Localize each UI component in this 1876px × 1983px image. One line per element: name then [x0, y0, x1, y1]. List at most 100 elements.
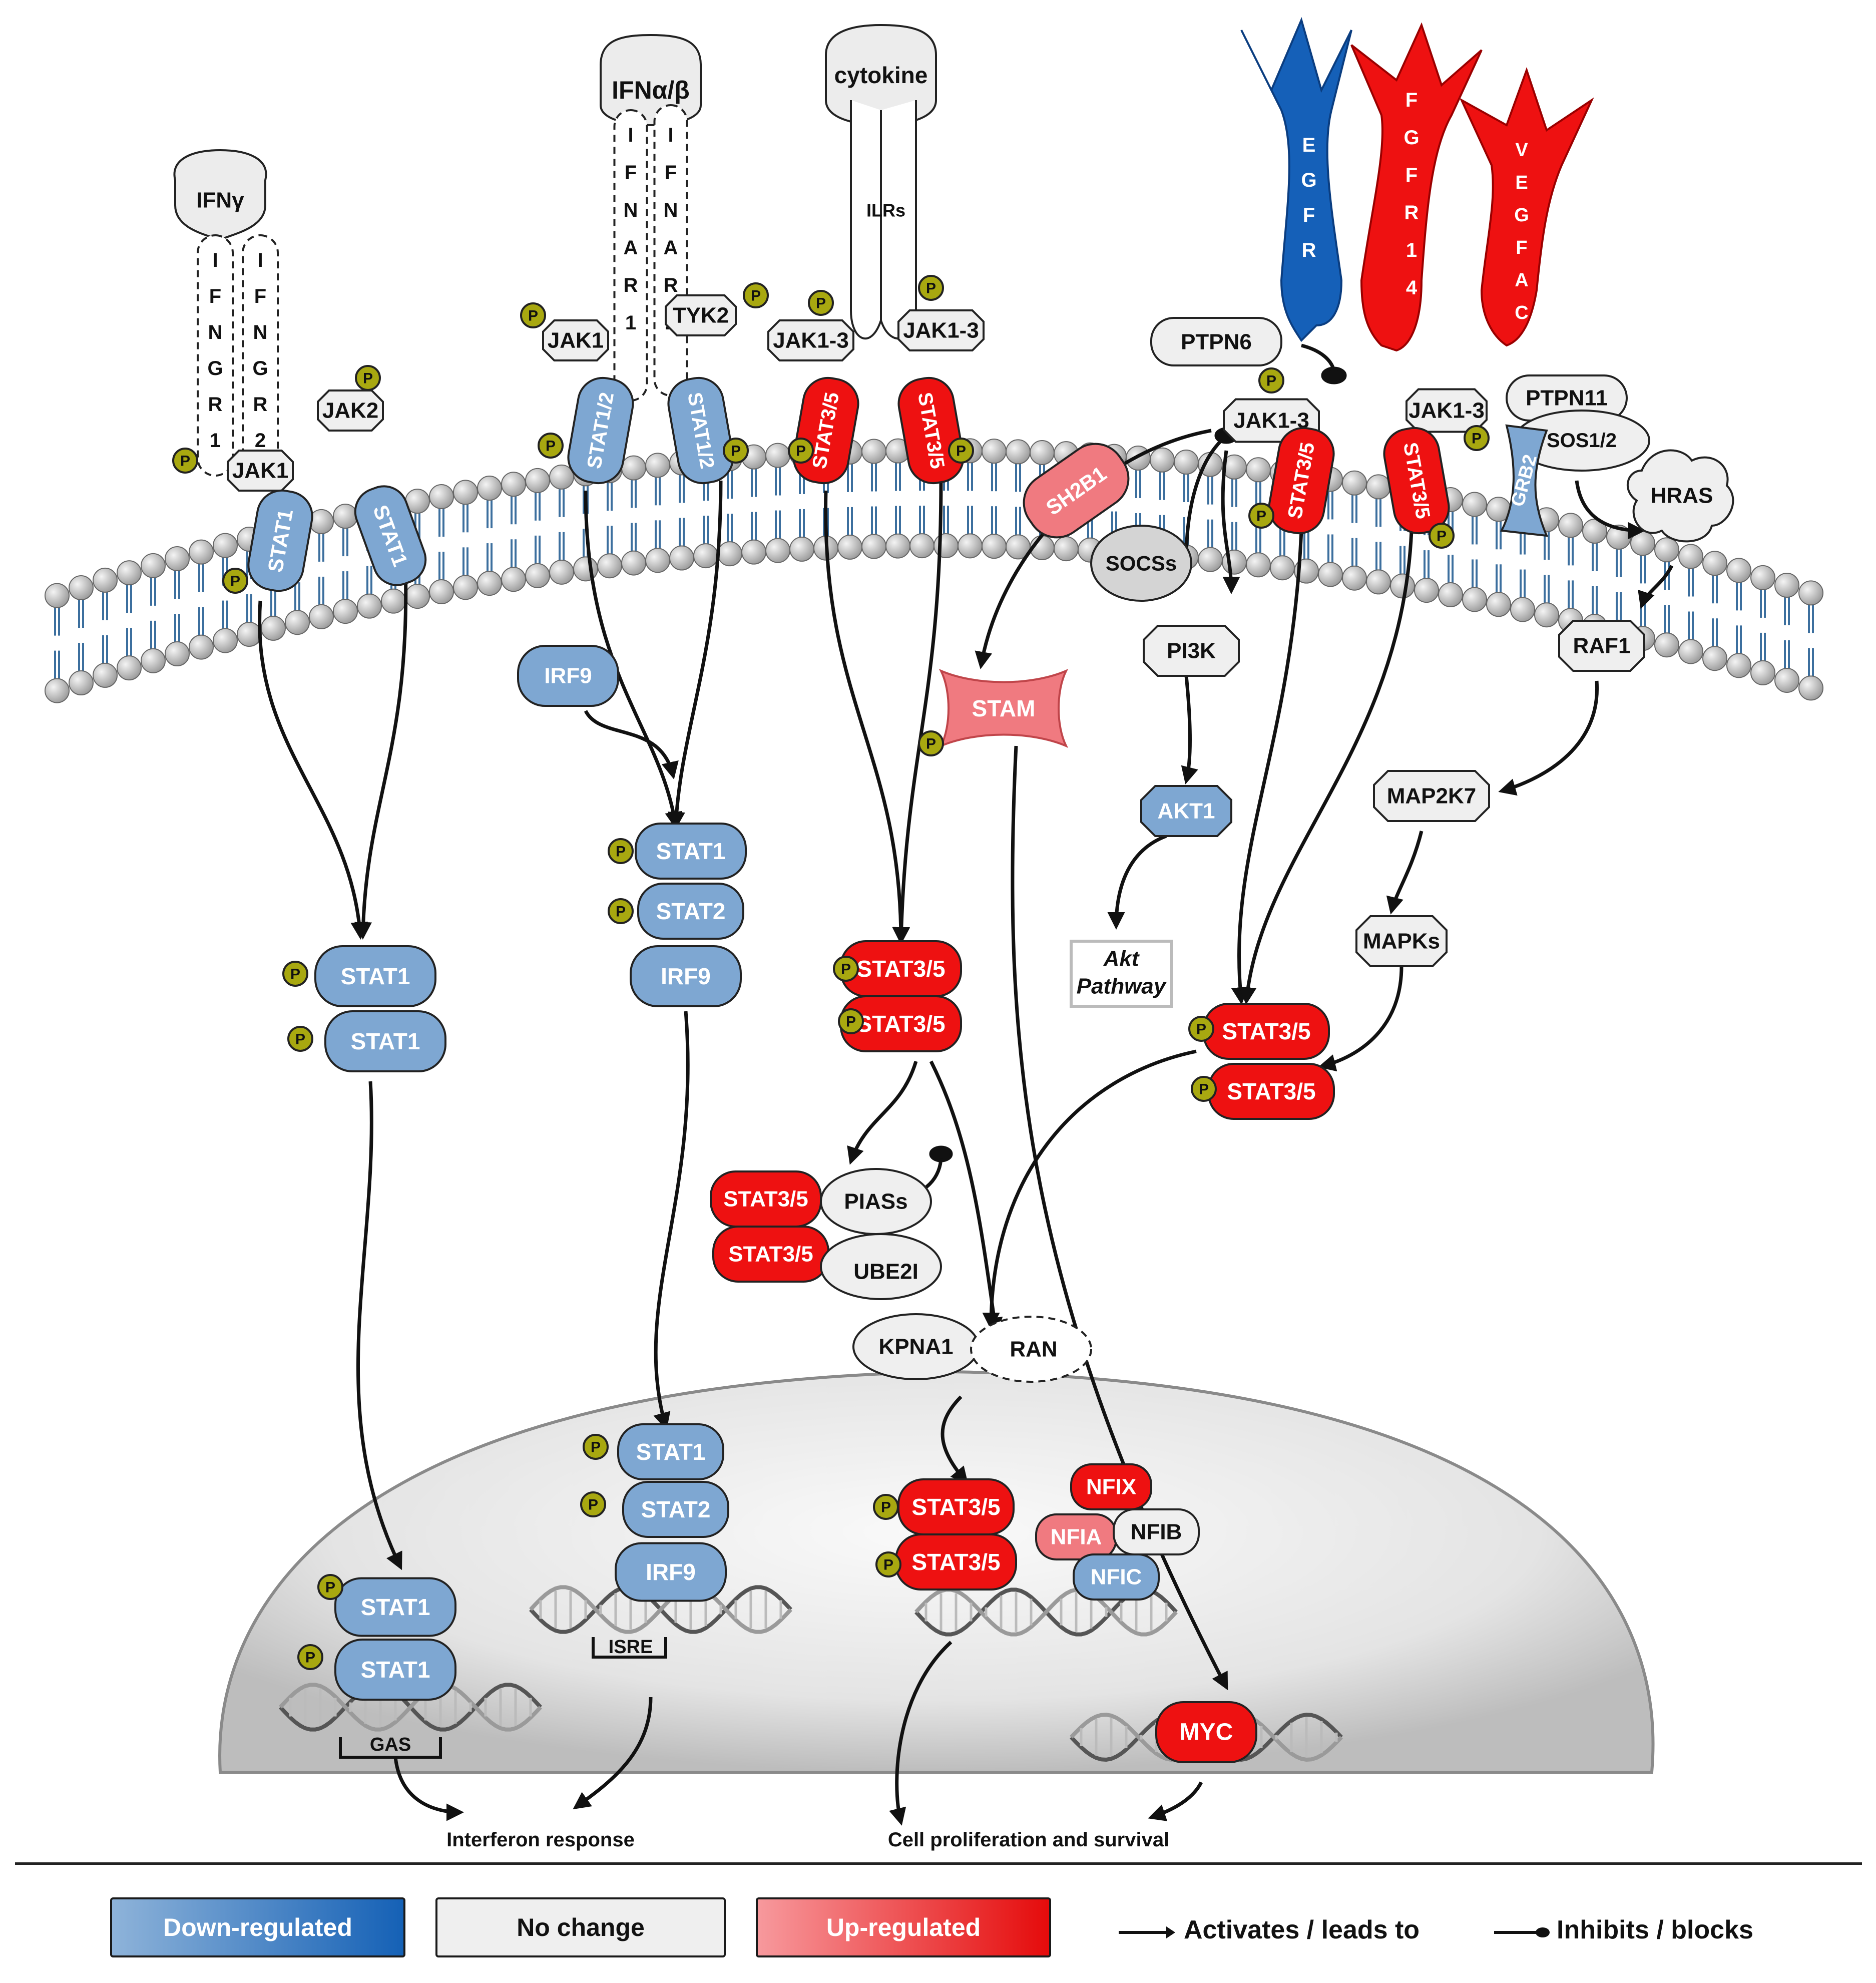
svg-text:R: R [208, 393, 223, 416]
akt-pathway-line2: Pathway [1077, 974, 1167, 999]
jak13-rtk-label: JAK1-3 [1409, 399, 1485, 423]
socss-label: SOCSs [1106, 552, 1177, 575]
legend-up-label: Up-regulated [826, 1913, 981, 1941]
svg-text:G: G [207, 357, 223, 379]
akt1-label: AKT1 [1158, 799, 1215, 824]
arrow-stat35b-to-dimer [892, 480, 943, 945]
nfia-label: NFIA [1051, 1525, 1102, 1549]
stat35-d: STAT3/5 [1383, 427, 1450, 535]
nuc-stat1-a: STAT1 [334, 1577, 456, 1637]
phospho-icon: P [1191, 1076, 1217, 1102]
phospho-label: P [841, 961, 851, 978]
isgf3-stat1: STAT1 [635, 823, 747, 880]
nfib: NFIB [1113, 1508, 1200, 1555]
jak13-ilr-b: JAK1-3 [897, 309, 985, 351]
inhibit-socs [1184, 439, 1223, 561]
nfix-label: NFIX [1086, 1475, 1136, 1499]
mapks-label: MAPKs [1363, 929, 1440, 954]
phospho-icon: P [838, 1008, 864, 1034]
egfr-receptor [1240, 17, 1352, 342]
phospho-label: P [616, 904, 626, 920]
svg-text:A: A [1515, 270, 1528, 291]
arrow-jak-to-pi3k [1221, 450, 1240, 594]
svg-text:N: N [624, 199, 638, 221]
arrow-stat1b-to-dimer [354, 565, 408, 940]
svg-text:F: F [254, 285, 266, 307]
phospho-label: P [1199, 1081, 1209, 1098]
legend-inhibit-icon [1494, 1927, 1550, 1937]
svg-text:R: R [1404, 202, 1419, 224]
arrow-dna-to-prolif [889, 1641, 953, 1826]
phospho-icon: P [520, 302, 546, 328]
phospho-icon: P [918, 730, 944, 756]
sos12: SOS1/2 [1513, 410, 1650, 472]
jak1-ifng: JAK1 [227, 450, 294, 492]
phospho-label: P [956, 443, 966, 460]
nuc-stat35-b: STAT3/5 [895, 1533, 1017, 1591]
map2k7: MAP2K7 [1373, 770, 1490, 822]
phospho-icon: P [833, 956, 859, 982]
stam-label: STAM [972, 695, 1036, 721]
hras-label: HRAS [1651, 484, 1713, 508]
phospho-label: P [290, 966, 300, 983]
nuc-stat1-a-label: STAT1 [361, 1594, 430, 1620]
arrow-pi3k-to-akt [1181, 675, 1198, 784]
legend-arrow-icon [1119, 1926, 1175, 1938]
svg-text:1: 1 [625, 312, 636, 334]
phospho-label: P [751, 288, 761, 304]
phospho-icon: P [1258, 367, 1284, 393]
nuc-isgf3-irf9-label: IRF9 [646, 1559, 696, 1585]
arrow-stat35-left-to-dimer [1231, 530, 1303, 1005]
arrow-kpna-to-nucleus [941, 1395, 969, 1485]
stat1-dimer-a: STAT1 [314, 945, 436, 1007]
svg-text:G: G [1403, 127, 1419, 149]
phospho-icon: P [287, 1026, 313, 1052]
jak13-rtk: JAK1-3 [1405, 388, 1488, 433]
jak1-ifnar: JAK1 [542, 319, 609, 361]
nuc-isgf3-irf9: IRF9 [615, 1542, 727, 1602]
arrow-stat35-right-to-dimer [1239, 530, 1414, 1005]
mapks: MAPKs [1355, 915, 1448, 967]
stat12-a: STAT1/2 [567, 376, 634, 485]
pi3k: PI3K [1143, 625, 1240, 677]
phospho-icon: P [1248, 503, 1274, 529]
phospho-label: P [546, 438, 556, 455]
arrow-complex-to-isre [653, 1011, 690, 1430]
svg-text:N: N [208, 321, 223, 343]
phospho-label: P [926, 280, 936, 297]
tyk2: TYK2 [665, 294, 737, 336]
svg-text:I: I [668, 124, 673, 146]
svg-text:F: F [209, 285, 221, 307]
pi3k-label: PI3K [1167, 639, 1216, 663]
svg-text:1: 1 [1406, 239, 1417, 261]
stat35-dimer-d: STAT3/5 [1208, 1063, 1335, 1120]
svg-text:I: I [628, 124, 633, 146]
phospho-label: P [295, 1031, 305, 1048]
phospho-label: P [1196, 1021, 1206, 1038]
phospho-icon: P [172, 448, 198, 474]
svg-text:I: I [257, 249, 263, 271]
ptpn6: PTPN6 [1150, 317, 1282, 366]
raf1-label: RAF1 [1573, 634, 1631, 658]
phospho-icon: P [583, 1434, 609, 1460]
ptpn11: PTPN11 [1506, 374, 1628, 422]
arrow-myc-to-prolif [1148, 1781, 1203, 1821]
svg-text:A: A [624, 237, 638, 259]
svg-text:R: R [664, 274, 678, 296]
phospho-icon: P [788, 438, 814, 464]
arrow-mapks-to-stat35 [1318, 966, 1403, 1072]
ifnab-label: IFNα/β [612, 76, 690, 104]
nuc-stat1-b: STAT1 [334, 1639, 456, 1701]
svg-text:C: C [1515, 302, 1528, 323]
arrow-stat35-to-dimer [824, 490, 910, 945]
arrow-raf1-to-map2k7 [1498, 680, 1599, 796]
stat1-a: STAT1 [247, 489, 313, 592]
phospho-label: P [846, 1014, 856, 1030]
stat1-b: STAT1 [354, 485, 427, 586]
svg-text:G: G [1301, 169, 1316, 191]
nuc-stat1-b-label: STAT1 [361, 1657, 430, 1683]
jak1-ifng-label: JAK1 [232, 459, 289, 483]
nfic-label: NFIC [1091, 1565, 1142, 1590]
stat35-pias-a-label: STAT3/5 [723, 1187, 808, 1212]
